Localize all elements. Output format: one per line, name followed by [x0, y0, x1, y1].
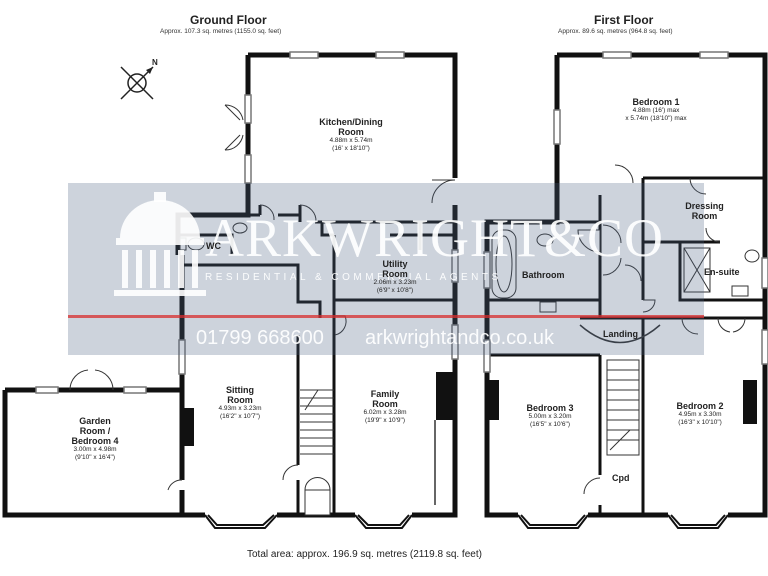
first-doors [583, 164, 746, 495]
first-floor-title: First Floor [594, 13, 654, 27]
room-dimensions: (16' x 18'10") [332, 144, 370, 152]
room-dimensions: 2.06m x 3.23m [373, 279, 417, 286]
watermark-tagline: RESIDENTIAL & COMMERCIAL AGENTS [205, 272, 502, 283]
room-dimensions: (6'9" x 10'8") [376, 286, 414, 294]
room-name: Garden [79, 416, 111, 426]
ground-floor-area: Approx. 107.3 sq. metres (1155.0 sq. fee… [160, 28, 282, 35]
room-name: Room / [79, 426, 111, 436]
room-name: Dressing [685, 201, 724, 211]
room-name: Kitchen/Dining [319, 117, 383, 127]
chimney-breasts [182, 372, 757, 446]
total-area: Total area: approx. 196.9 sq. metres (21… [247, 549, 482, 560]
room-dimensions: (16'5" x 10'6") [530, 420, 570, 428]
room-dimensions: 4.88m x 5.74m [329, 137, 373, 144]
room-dimensions: 5.00m x 3.20m [528, 413, 572, 420]
room-name: Bedroom 2 [676, 401, 724, 411]
room-label-dressing: Dressing Room [672, 201, 737, 221]
first-bay-windows [517, 514, 729, 529]
watermark-red-stripe [68, 315, 704, 318]
landing-balustrade [579, 324, 661, 344]
room-label-landing: Landing [603, 329, 638, 339]
room-name: Bedroom 1 [632, 97, 680, 107]
ground-doors [69, 104, 456, 516]
room-dimensions: (16'3" x 10'10") [678, 418, 722, 426]
room-dimensions: 3.00m x 4.98m [73, 446, 117, 453]
first-floor-inner-walls [487, 176, 765, 515]
room-label-bedroom2: Bedroom 2 4.95m x 3.30m (16'3" x 10'10") [660, 401, 740, 426]
room-name: Sitting [226, 385, 254, 395]
room-dimensions: 4.88m (16') max [632, 107, 680, 114]
room-dimensions: 4.93m x 3.23m [218, 405, 262, 412]
ground-floor-inner-walls [178, 205, 455, 515]
room-label-garden: Garden Room / Bedroom 4 3.00m x 4.98m (9… [55, 416, 135, 461]
room-name: Room [372, 399, 398, 409]
room-dimensions: x 5.74m (18'10") max [625, 114, 687, 122]
room-dimensions: (9'10" x 16'4") [75, 453, 115, 461]
compass-label: N [152, 58, 158, 67]
first-floor-area: Approx. 89.6 sq. metres (964.8 sq. feet) [558, 28, 673, 35]
room-name: Bedroom 3 [526, 403, 574, 413]
room-dimensions: 6.02m x 3.28m [363, 409, 407, 416]
room-name: Room [382, 269, 408, 279]
room-label-bedroom3: Bedroom 3 5.00m x 3.20m (16'5" x 10'6") [510, 403, 590, 428]
watermark-phone: 01799 668600 [196, 327, 324, 349]
room-label-bedroom1: Bedroom 1 4.88m (16') max x 5.74m (18'10… [600, 97, 712, 122]
first-stairs [606, 359, 640, 456]
room-name: Bedroom 4 [71, 436, 119, 446]
room-label-kitchen: Kitchen/Dining Room 4.88m x 5.74m (16' x… [296, 117, 406, 152]
room-name: Room [227, 395, 253, 405]
room-name: Room [691, 211, 718, 221]
ground-bay-windows [204, 514, 413, 529]
room-name: Family [370, 389, 400, 399]
room-label-wc: WC [206, 241, 221, 251]
room-label-family: Family Room 6.02m x 3.28m (19'9" x 10'9"… [345, 389, 425, 424]
ground-floor-title: Ground Floor [190, 13, 267, 27]
room-dimensions: 4.95m x 3.30m [678, 411, 722, 418]
bathroom-fixtures [491, 229, 601, 313]
room-label-ensuite: En-suite [704, 267, 740, 277]
ensuite-fixtures [683, 247, 760, 297]
room-name: Utility [382, 259, 408, 269]
first-windows [483, 51, 768, 373]
watermark-website: arkwrightandco.co.uk [365, 327, 554, 349]
watermark-brand: ARKWRIGHT&CO [205, 208, 664, 268]
room-label-sitting: Sitting Room 4.93m x 3.23m (16'2" x 10'7… [200, 385, 280, 420]
room-dimensions: (19'9" x 10'9") [365, 416, 405, 424]
ground-stairs [300, 389, 436, 505]
room-dimensions: (16'2" x 10'7") [220, 412, 260, 420]
ground-windows [35, 51, 459, 394]
room-name: Room [338, 127, 364, 137]
room-label-utility: Utility Room 2.06m x 3.23m (6'9" x 10'8"… [355, 259, 435, 294]
room-label-cpd: Cpd [612, 473, 630, 483]
room-label-bathroom: Bathroom [522, 270, 565, 280]
